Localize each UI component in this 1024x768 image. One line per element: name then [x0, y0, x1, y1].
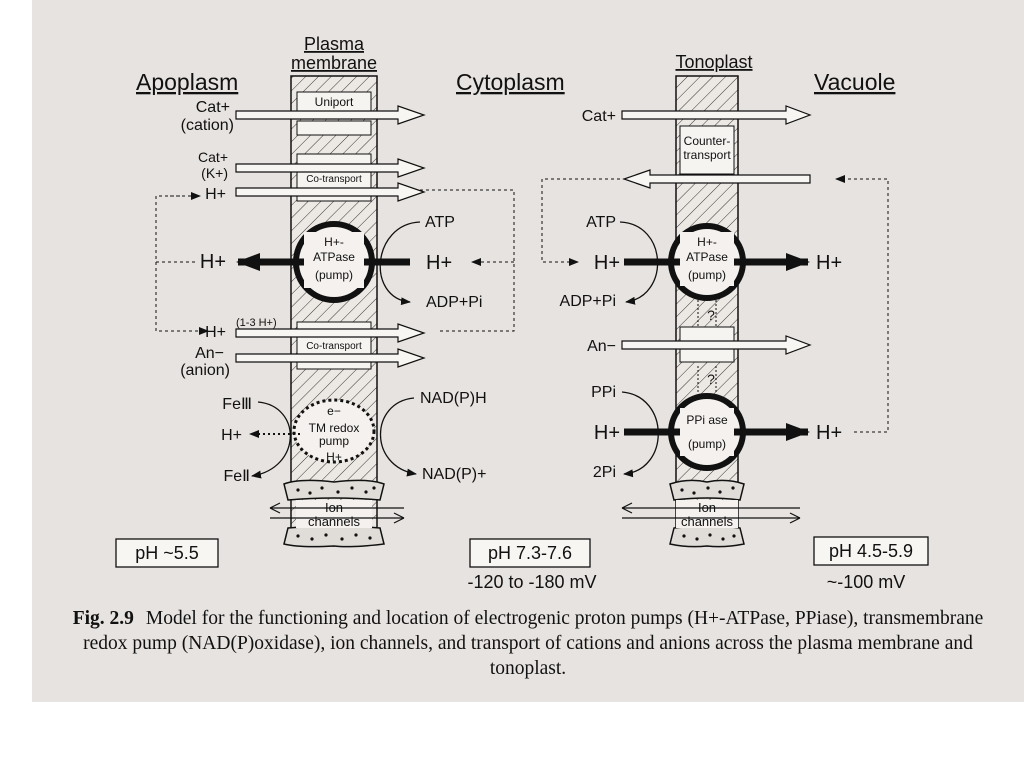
apoplasm-cation-sublabel: (cation) — [181, 117, 234, 134]
plasma-atpase-label-line2: ATPase — [313, 250, 355, 264]
ppi-hydrolysis-curve — [621, 391, 659, 478]
tonoplast-cation-arrow — [621, 105, 812, 125]
redox-label-line2: pump — [319, 434, 349, 448]
plasma-ion-channel-label-line2: channels — [308, 514, 361, 529]
plasma-ion-channel-label-line1: Ion — [325, 500, 343, 515]
question-mark-2: ? — [707, 371, 715, 387]
tonoplast-atp-hydrolysis-curve — [619, 221, 659, 305]
apoplasm-proton-pumped: H+ — [200, 251, 226, 273]
redox-pump-ellipse — [292, 398, 376, 464]
apoplasm-proton-top: H+ — [205, 186, 226, 203]
figure-label: Fig. 2.9 — [72, 608, 134, 629]
tonoplast-header: Tonoplast — [675, 52, 752, 72]
cytoplasm-header: Cytoplasm — [456, 69, 565, 95]
cytoplasm-two-pi: 2Pi — [593, 464, 616, 481]
plasma-membrane-header-line2: membrane — [291, 53, 377, 73]
plasma-atpase-label-bg — [304, 232, 364, 288]
cytoplasm-adp-right: ADP+Pi — [560, 293, 616, 310]
cytoplasm-ph-value: pH 7.3-7.6 — [488, 543, 572, 563]
ferric-iron-label: FeⅢ — [222, 396, 252, 413]
plasma-membrane — [290, 75, 378, 537]
ppiase-label-line1: PPi ase — [686, 413, 728, 427]
plasma-atpase-label-line3: (pump) — [315, 268, 353, 282]
apoplasm-anion-sublabel: (anion) — [180, 362, 230, 379]
apoplasm-potassium-sublabel: (K+) — [201, 165, 228, 181]
cytoplasm-atp-left: ATP — [425, 214, 455, 231]
cotransport-label-2: Co-transport — [306, 341, 362, 352]
apoplasm-cation-label: Cat+ — [196, 99, 230, 116]
ferrous-iron-label: FeⅡ — [223, 468, 250, 485]
scanned-page-background — [32, 0, 1024, 702]
redox-label-line1: TM redox — [309, 421, 360, 435]
redox-proton-label: H+ — [326, 450, 342, 464]
cytoplasm-proton-loop-left — [541, 178, 626, 266]
atp-hydrolysis-curve-left — [379, 221, 421, 306]
apoplasm-potassium-label: Cat+ — [198, 149, 228, 165]
cytoplasm-proton-ppi: H+ — [594, 422, 620, 444]
cytoplasm-membrane-potential: -120 to -180 mV — [467, 572, 596, 592]
vacuole-proton-loop — [835, 175, 889, 433]
plasma-membrane-header-line1: Plasma — [304, 34, 365, 54]
apoplasm-proton-cotransport: H+ — [205, 324, 226, 341]
proton-pump-diagram: Apoplasm Plasma membrane Cytoplasm Tonop… — [115, 34, 929, 592]
apoplasm-proton-loop-top — [155, 195, 209, 335]
cytoplasm-ph-box — [469, 538, 591, 568]
tonoplast-ion-channel-label-line1: Ion — [698, 500, 716, 515]
apoplasm-anion-label: An− — [195, 345, 224, 362]
cytoplasm-anion-right: An− — [587, 338, 616, 355]
apoplasm-ph-value: pH ~5.5 — [135, 543, 199, 563]
tonoplast-uncertain-link-1 — [697, 300, 717, 326]
vacuole-ph-value: pH 4.5-5.9 — [829, 541, 913, 561]
tonoplast-anion-arrow — [621, 335, 812, 355]
cytoplasm-ppi: PPi — [591, 384, 616, 401]
fe-reduction-curve — [251, 401, 291, 479]
cytoplasm-cation-right: Cat+ — [582, 108, 616, 125]
proton-stoichiometry-label: (1-3 H+) — [236, 317, 277, 329]
tonoplast-uncertain-link-2 — [697, 366, 717, 392]
tonoplast-ion-channel — [621, 479, 801, 548]
nadph-oxidation-curve — [380, 397, 417, 477]
vacuole-proton-ppiase: H+ — [816, 422, 842, 444]
proton-cotransport-arrow-1 — [235, 182, 426, 202]
vacuole-header: Vacuole — [814, 69, 895, 95]
vacuole-proton-atpase: H+ — [816, 252, 842, 274]
cytoplasm-nadp: NAD(P)+ — [422, 466, 486, 483]
uniport-label: Uniport — [315, 95, 354, 109]
tonoplast-atpase-label-line3: (pump) — [688, 268, 726, 282]
plasma-ion-channel — [269, 479, 405, 548]
tonoplast-ion-channel-label-line2: channels — [681, 514, 734, 529]
countertransport-label-line2: transport — [683, 148, 731, 162]
countertransport-box — [679, 125, 735, 175]
cytoplasm-proton-left: H+ — [426, 252, 452, 274]
tonoplast-atpase-label-bg — [680, 232, 734, 286]
cytoplasm-adp-left: ADP+Pi — [426, 294, 482, 311]
plasma-atpase-label-line1: H+- — [324, 235, 344, 249]
cation-cotransport-arrow — [235, 158, 426, 178]
redox-electron-label: e− — [327, 404, 341, 418]
apoplasm-header: Apoplasm — [136, 69, 238, 95]
apoplasm-proton-redox: H+ — [221, 427, 242, 444]
cytoplasm-atp-right: ATP — [586, 214, 616, 231]
figure-caption-text: Model for the functioning and location o… — [83, 608, 984, 679]
ppiase-label-bg — [680, 408, 734, 456]
apoplasm-ph-box — [115, 538, 219, 568]
anion-cotransport-arrow — [235, 348, 426, 368]
vacuole-membrane-potential: ~-100 mV — [827, 572, 906, 592]
uniport-box-lower — [296, 120, 372, 136]
question-mark-1: ? — [707, 307, 715, 323]
cytoplasm-proton-loop-right — [420, 189, 515, 332]
countertransport-label-line1: Counter- — [684, 134, 731, 148]
uniport-arrow — [235, 105, 426, 125]
cytoplasm-proton-right: H+ — [594, 252, 620, 274]
proton-cotransport-arrow-2 — [235, 323, 426, 343]
cytoplasm-nadph: NAD(P)H — [420, 390, 487, 407]
cotransport-label-1: Co-transport — [306, 174, 362, 185]
vacuole-ph-box — [813, 536, 929, 566]
ppiase-label-line2: (pump) — [688, 437, 726, 451]
tonoplast-proton-return-arrow — [622, 169, 811, 189]
tonoplast-atpase-label-line1: H+- — [697, 235, 717, 249]
tonoplast-atpase-label-line2: ATPase — [686, 250, 728, 264]
